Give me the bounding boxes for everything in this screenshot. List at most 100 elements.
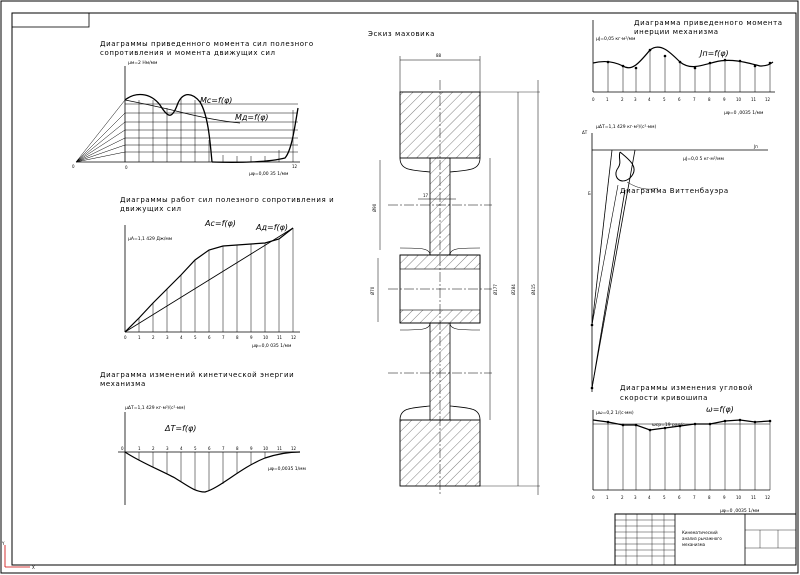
svg-text:8: 8 bbox=[708, 97, 711, 102]
svg-text:1: 1 bbox=[606, 495, 609, 500]
svg-text:8: 8 bbox=[708, 495, 711, 500]
reduced-moment-panel: Диаграмма приведенного момента инерции м… bbox=[592, 19, 783, 116]
svg-text:11: 11 bbox=[751, 97, 757, 102]
omega-label: ω=f(φ) bbox=[706, 405, 734, 414]
svg-text:X: X bbox=[32, 565, 35, 570]
svg-text:5: 5 bbox=[194, 335, 197, 340]
dim-d70: Ø70 bbox=[370, 286, 375, 295]
svg-text:8: 8 bbox=[236, 446, 239, 451]
witt-axis-v: ΔT bbox=[582, 130, 588, 135]
svg-text:0: 0 bbox=[592, 97, 595, 102]
svg-text:10: 10 bbox=[263, 446, 269, 451]
svg-text:0: 0 bbox=[125, 165, 128, 170]
svg-text:2: 2 bbox=[621, 495, 624, 500]
svg-text:1: 1 bbox=[138, 335, 141, 340]
svg-text:3: 3 bbox=[166, 446, 169, 451]
omega-title-1: Диаграммы изменения угловой bbox=[620, 384, 753, 392]
moments-scale-top: μм=2 Нм/мм bbox=[128, 60, 157, 66]
svg-text:6: 6 bbox=[208, 335, 211, 340]
svg-text:9: 9 bbox=[723, 495, 726, 500]
svg-text:12: 12 bbox=[765, 97, 771, 102]
svg-text:4: 4 bbox=[180, 446, 183, 451]
md-label: Mд=f(φ) bbox=[235, 113, 268, 122]
ad-label: Aд=f(φ) bbox=[255, 223, 288, 232]
dim-17: 17 bbox=[423, 193, 429, 198]
svg-text:9: 9 bbox=[723, 97, 726, 102]
svg-text:5: 5 bbox=[663, 495, 666, 500]
jp-curve bbox=[592, 46, 774, 69]
witt-axis-h: Jп bbox=[753, 144, 758, 149]
svg-text:2: 2 bbox=[621, 97, 624, 102]
jp-title-2: инерции механизма bbox=[634, 28, 719, 36]
kinetic-panel: Диаграмма изменений кинетической энергии… bbox=[100, 371, 306, 505]
svg-text:11: 11 bbox=[277, 446, 283, 451]
svg-text:3: 3 bbox=[166, 335, 169, 340]
svg-text:5: 5 bbox=[663, 97, 666, 102]
witt-title: Диаграмма Виттенбауэра bbox=[620, 187, 729, 195]
svg-text:5: 5 bbox=[194, 446, 197, 451]
svg-text:9: 9 bbox=[250, 446, 253, 451]
witt-scale-right: μJ=0,0 5 кг·м²/мм bbox=[683, 156, 724, 162]
svg-text:Y: Y bbox=[1, 541, 5, 546]
mc-curve bbox=[124, 93, 213, 163]
jp-scale-top: μJ=0,05 кг·м²/мм bbox=[596, 36, 635, 42]
stamp-title-1: Кинематический bbox=[682, 530, 718, 535]
kinetic-title-1: Диаграмма изменений кинетической энергии bbox=[100, 371, 294, 379]
flywheel-title: Эскиз маховика bbox=[368, 30, 435, 38]
svg-text:6: 6 bbox=[678, 97, 681, 102]
kinetic-scale-bottom: μφ=0,0035 1/мм bbox=[268, 466, 306, 472]
svg-text:2: 2 bbox=[152, 335, 155, 340]
dim-d177: Ø177 bbox=[493, 284, 498, 295]
svg-text:3: 3 bbox=[634, 495, 637, 500]
svg-text:11: 11 bbox=[751, 495, 757, 500]
svg-text:7: 7 bbox=[693, 97, 696, 102]
svg-text:12: 12 bbox=[765, 495, 771, 500]
stamp-title-3: механизма bbox=[682, 542, 706, 547]
svg-text:10: 10 bbox=[736, 495, 742, 500]
svg-text:12: 12 bbox=[291, 335, 297, 340]
svg-text:4: 4 bbox=[180, 335, 183, 340]
moments-panel: Диаграммы приведенного момента сил полез… bbox=[72, 40, 313, 177]
kinetic-title-2: механизма bbox=[100, 380, 146, 388]
delta-t-curve bbox=[124, 451, 301, 493]
svg-text:7: 7 bbox=[693, 495, 696, 500]
svg-text:8: 8 bbox=[236, 335, 239, 340]
jp-title-1: Диаграмма приведенного момента bbox=[634, 19, 783, 27]
svg-text:3: 3 bbox=[634, 97, 637, 102]
kinetic-scale-top: μΔT=1,1 429 кг·м²/(с²·мм) bbox=[125, 405, 186, 411]
angular-velocity-panel: Диаграммы изменения угловой скорости кри… bbox=[592, 384, 772, 514]
svg-text:0: 0 bbox=[72, 164, 75, 169]
inner-frame bbox=[11, 12, 797, 566]
dim-d284: Ø284 bbox=[511, 284, 516, 295]
svg-text:10: 10 bbox=[736, 97, 742, 102]
svg-text:4: 4 bbox=[648, 97, 651, 102]
delta-t-label: ΔT=f(φ) bbox=[164, 424, 196, 433]
svg-text:1: 1 bbox=[138, 446, 141, 451]
omega-scale-bottom: μφ=0 ,0035 1/мм bbox=[720, 508, 759, 514]
svg-text:10: 10 bbox=[263, 335, 269, 340]
svg-text:0: 0 bbox=[592, 495, 595, 500]
svg-text:1: 1 bbox=[606, 97, 609, 102]
coordinate-marker: Y X bbox=[1, 541, 35, 570]
svg-text:6: 6 bbox=[678, 495, 681, 500]
svg-text:12: 12 bbox=[291, 446, 297, 451]
flywheel-panel: Эскиз маховика 88 17 bbox=[368, 30, 540, 495]
svg-text:7: 7 bbox=[222, 446, 225, 451]
dim-d415: Ø415 bbox=[531, 284, 536, 295]
svg-text:0: 0 bbox=[124, 335, 127, 340]
work-scale-left: μA=1,1 429 Дж/мм bbox=[128, 236, 172, 242]
wittenbauer-panel: μΔT=1,1 429 кг·м²/(с²·мм) ΔT Jп μJ=0,0 5… bbox=[582, 124, 768, 392]
moments-scale-bottom: μφ=0,00 35 1/мм bbox=[249, 171, 288, 177]
work-scale-bottom: μφ=0,0 035 1/мм bbox=[252, 343, 291, 349]
svg-text:0: 0 bbox=[121, 446, 124, 451]
ac-label: Aс=f(φ) bbox=[204, 219, 236, 228]
mc-label: Mс=f(φ) bbox=[200, 96, 232, 105]
work-panel: Диаграммы работ сил полезного сопротивле… bbox=[120, 196, 334, 349]
omega-title-2: скорости кривошипа bbox=[620, 394, 708, 402]
corner-stamp bbox=[11, 12, 90, 28]
work-title-1: Диаграммы работ сил полезного сопротивле… bbox=[120, 196, 334, 204]
omega-scale-top: μω=0,2 1/(с·мм) bbox=[596, 410, 634, 416]
omega-note: ωср=19 рад/с bbox=[652, 422, 685, 428]
